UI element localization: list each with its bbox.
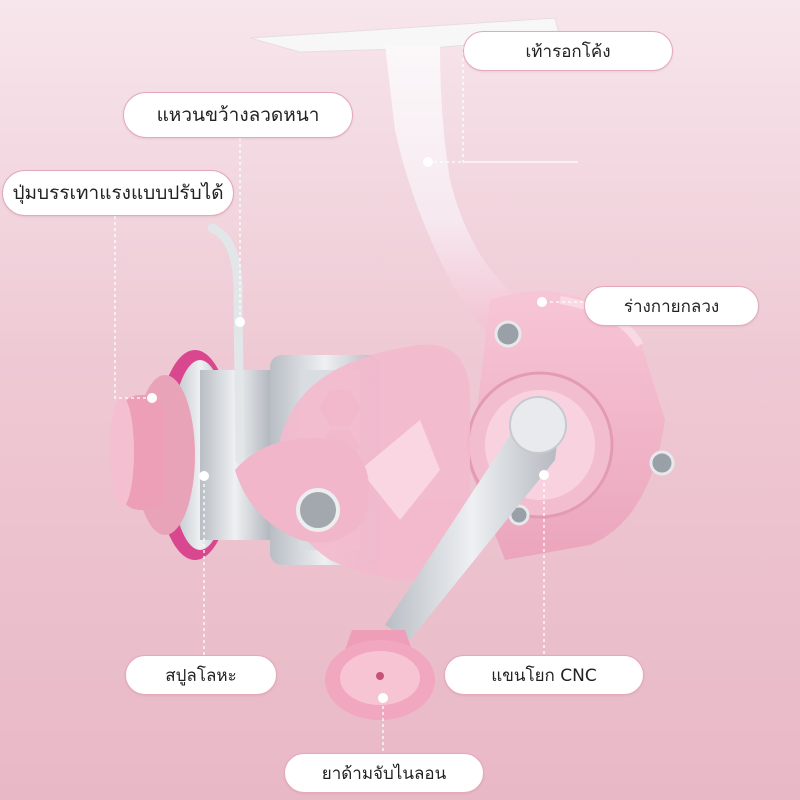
metal-spool: [110, 350, 270, 560]
line-roller: [235, 438, 370, 543]
label-cnc-handle-arm: แขนโยก CNC: [444, 655, 644, 695]
nylon-knob: [325, 630, 435, 720]
leader-lines: [114, 46, 584, 752]
label-adjustable-drag-knob: ปุ่มบรรเทาแรงแบบปรับได้: [2, 170, 234, 216]
label-hollow-body: ร่างกายกลวง: [584, 286, 759, 326]
label-nylon-knob: ยาด้ามจับไนลอน: [284, 753, 484, 793]
label-metal-spool: สปูลโลหะ: [125, 655, 277, 695]
cnc-handle-arm: [385, 396, 567, 640]
bail-wire: [207, 223, 245, 465]
label-curved-reel-foot: เท้ารอกโค้ง: [463, 31, 673, 71]
label-thick-bail-wire: แหวนขว้างลวดหนา: [123, 92, 353, 138]
